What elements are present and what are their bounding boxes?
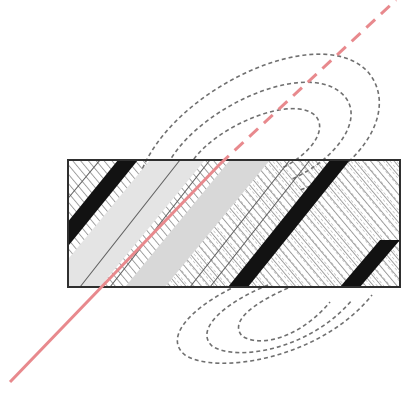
extended-ray: [220, 0, 396, 164]
lower-field-loops: [177, 280, 372, 363]
hatched-slab: [45, 160, 400, 287]
